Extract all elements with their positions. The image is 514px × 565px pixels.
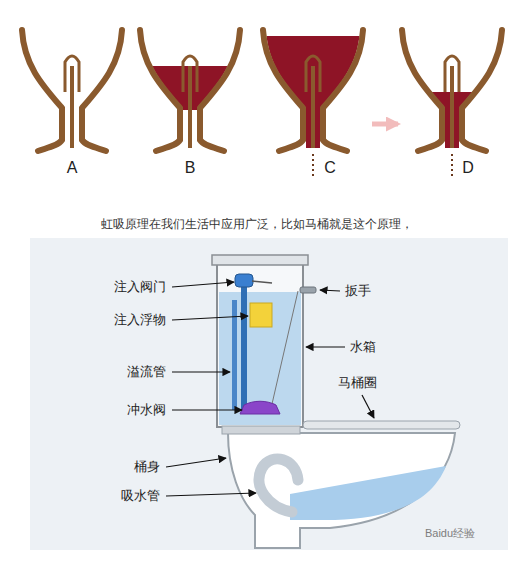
part-name: 桶身 — [134, 459, 160, 475]
watermark: Baidu经验 — [425, 527, 475, 540]
siphon-cup — [392, 30, 512, 178]
tank — [217, 262, 303, 427]
cup-outline — [22, 30, 122, 151]
tank-base — [222, 426, 300, 434]
part-name: 吸水管 — [121, 488, 160, 504]
toilet-bowl — [228, 433, 455, 548]
cup-outline — [140, 30, 240, 151]
leader-line — [320, 290, 340, 291]
leader-line — [362, 395, 374, 418]
tank-lid — [212, 255, 308, 265]
siphon-cup — [253, 30, 373, 178]
drip-line — [451, 154, 453, 178]
siphon-cup — [130, 30, 250, 151]
bowl-water — [290, 466, 446, 520]
flush-valve — [240, 401, 280, 414]
part-name: 注入浮物 — [114, 312, 166, 328]
figure-letter: D — [462, 158, 474, 177]
cup-outline — [263, 30, 363, 151]
float-arm — [252, 281, 272, 283]
chain — [272, 291, 298, 404]
figure-letter: C — [324, 158, 336, 177]
leader-line — [172, 316, 248, 320]
part-name: 冲水阀 — [127, 402, 166, 418]
leader-line — [166, 493, 256, 496]
leader-line — [172, 282, 234, 287]
cup-outline — [402, 30, 502, 151]
caption: 虹吸原理在我们生活中应用广泛，比如马桶就是这个原理， — [101, 217, 413, 231]
fill-valve-tube — [241, 286, 247, 410]
siphon-cup — [22, 30, 122, 151]
panel-ground — [30, 238, 508, 550]
leader-line — [172, 409, 242, 410]
tank-water — [219, 292, 301, 425]
figure-letter: A — [67, 158, 78, 177]
part-name: 马桶圈 — [338, 375, 377, 391]
trapway — [259, 459, 298, 512]
handle — [300, 287, 316, 293]
drip-line — [312, 154, 314, 178]
toilet-seat — [303, 421, 460, 429]
part-name: 注入阀门 — [114, 279, 166, 295]
part-name: 扳手 — [345, 283, 371, 299]
leader-line — [172, 371, 230, 372]
leader-line — [166, 458, 226, 467]
fill-valve — [235, 274, 253, 287]
part-name: 水箱 — [350, 339, 376, 355]
leader-line — [306, 346, 345, 347]
sequence-arrow — [372, 122, 398, 127]
float — [250, 303, 272, 327]
figure-letter: B — [185, 158, 196, 177]
part-name: 溢流管 — [127, 364, 166, 380]
